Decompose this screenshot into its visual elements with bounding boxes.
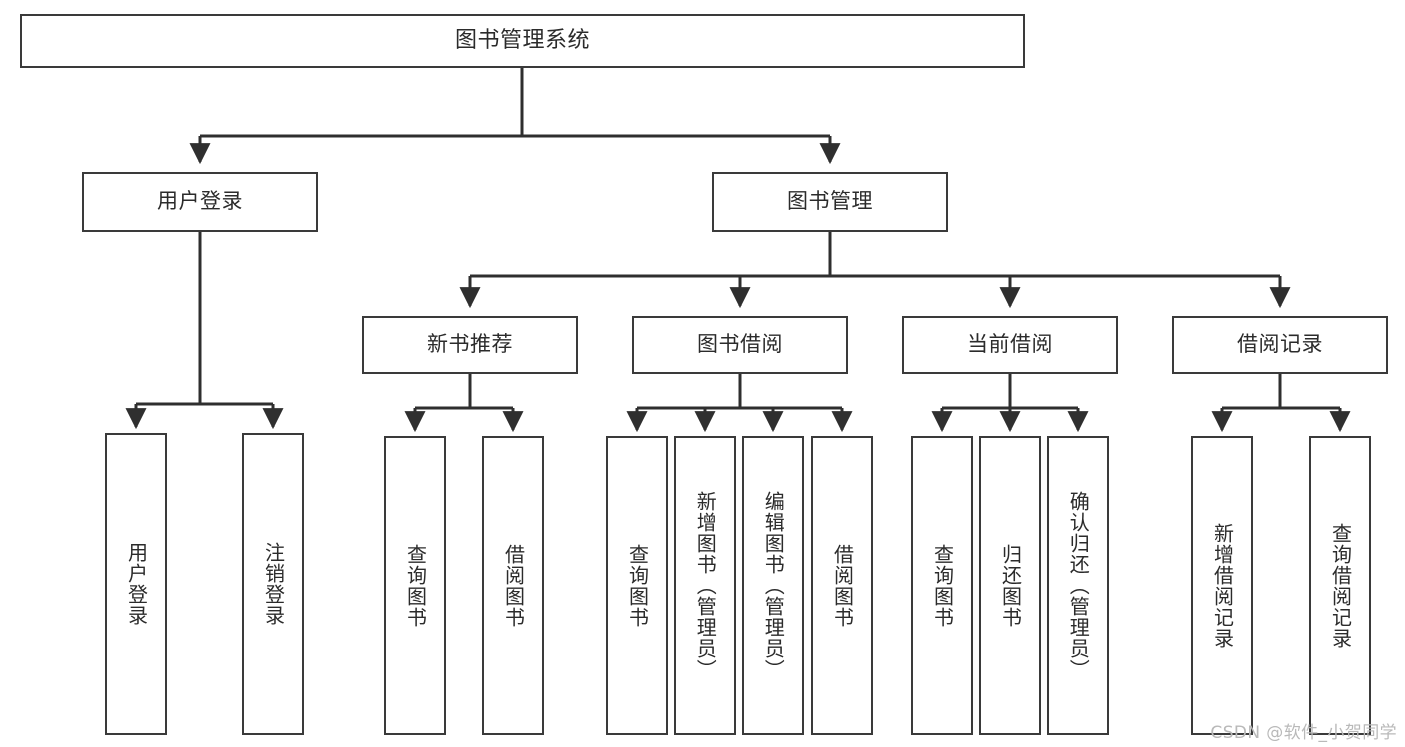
leaf-borrowrecord-add-record[interactable]: 新增借阅记录 (1191, 436, 1253, 735)
leaf-currentborrow-confirm-return-admin[interactable]: 确认归还（管理员） (1047, 436, 1109, 735)
node-label: 借阅记录 (1237, 332, 1323, 357)
leaf-user-login-signin[interactable]: 用户登录 (105, 433, 167, 735)
leaf-bookborrow-query-books[interactable]: 查询图书 (606, 436, 668, 735)
node-label: 借阅图书 (830, 543, 855, 628)
node-book-management[interactable]: 图书管理 (712, 172, 948, 232)
node-label: 图书管理 (787, 189, 873, 214)
node-user-login[interactable]: 用户登录 (82, 172, 318, 232)
node-label: 查询图书 (403, 543, 428, 628)
node-borrowing-records[interactable]: 借阅记录 (1172, 316, 1388, 374)
node-new-book-recommendation[interactable]: 新书推荐 (362, 316, 578, 374)
leaf-bookborrow-add-book-admin[interactable]: 新增图书（管理员） (674, 436, 736, 735)
node-label: 编辑图书（管理员） (761, 491, 786, 680)
node-label: 用户登录 (157, 189, 243, 214)
leaf-user-login-signout[interactable]: 注销登录 (242, 433, 304, 735)
node-label: 借阅图书 (501, 543, 526, 628)
leaf-borrowrecord-query-record[interactable]: 查询借阅记录 (1309, 436, 1371, 735)
node-label: 查询图书 (625, 543, 650, 628)
leaf-bookborrow-borrow-books[interactable]: 借阅图书 (811, 436, 873, 735)
node-label: 确认归还（管理员） (1066, 491, 1091, 680)
node-label: 当前借阅 (967, 332, 1053, 357)
node-root-book-management-system[interactable]: 图书管理系统 (20, 14, 1025, 68)
node-current-borrowing[interactable]: 当前借阅 (902, 316, 1118, 374)
leaf-newbook-query-books[interactable]: 查询图书 (384, 436, 446, 735)
node-label: 用户登录 (124, 542, 149, 626)
node-label: 图书借阅 (697, 332, 783, 357)
node-label: 注销登录 (261, 542, 286, 626)
csdn-watermark: CSDN @软件_小贺同学 (1210, 723, 1397, 743)
node-label: 查询图书 (930, 543, 955, 628)
node-label: 图书管理系统 (454, 27, 590, 53)
node-label: 新增借阅记录 (1210, 522, 1235, 649)
leaf-newbook-borrow-books[interactable]: 借阅图书 (482, 436, 544, 735)
node-label: 归还图书 (998, 543, 1023, 628)
leaf-currentborrow-return-books[interactable]: 归还图书 (979, 436, 1041, 735)
leaf-bookborrow-edit-book-admin[interactable]: 编辑图书（管理员） (742, 436, 804, 735)
leaf-currentborrow-query-books[interactable]: 查询图书 (911, 436, 973, 735)
node-label: 新书推荐 (427, 332, 513, 357)
node-label: 新增图书（管理员） (693, 491, 718, 680)
node-book-borrowing[interactable]: 图书借阅 (632, 316, 848, 374)
node-label: 查询借阅记录 (1328, 522, 1353, 649)
